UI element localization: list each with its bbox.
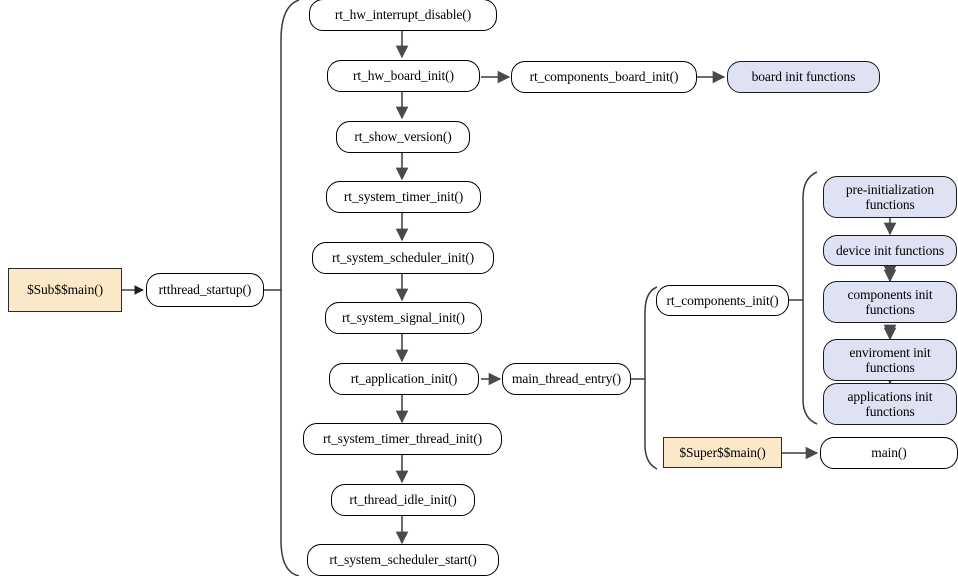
- node-components-init-functions[interactable]: components init functions: [823, 281, 957, 323]
- node-rt-show-version[interactable]: rt_show_version(): [336, 121, 470, 153]
- node-sub-main[interactable]: $Sub$$main(): [8, 268, 122, 312]
- node-rt-components-board-init[interactable]: rt_components_board_init(): [511, 61, 697, 93]
- node-rt-system-scheduler-start[interactable]: rt_system_scheduler_start(): [307, 544, 499, 576]
- node-rtthread-startup[interactable]: rtthread_startup(): [146, 273, 264, 307]
- node-rt-components-init[interactable]: rt_components_init(): [656, 285, 789, 316]
- node-rt-system-timer-init[interactable]: rt_system_timer_init(): [326, 181, 481, 213]
- node-device-init-functions[interactable]: device init functions: [823, 235, 957, 266]
- node-main-thread-entry[interactable]: main_thread_entry(): [502, 363, 631, 395]
- node-board-init-functions[interactable]: board init functions: [727, 61, 880, 93]
- node-applications-init-functions[interactable]: applications init functions: [823, 383, 957, 425]
- node-enviroment-init-functions[interactable]: enviroment init functions: [823, 339, 957, 381]
- node-rt-thread-idle-init[interactable]: rt_thread_idle_init(): [331, 484, 475, 516]
- node-rt-system-timer-thread-init[interactable]: rt_system_timer_thread_init(): [303, 423, 502, 455]
- node-rt-system-scheduler-init[interactable]: rt_system_scheduler_init(): [312, 242, 494, 274]
- node-main[interactable]: main(): [820, 437, 958, 469]
- node-rt-application-init[interactable]: rt_application_init(): [329, 363, 479, 395]
- node-super-main[interactable]: $Super$$main(): [663, 437, 782, 468]
- node-pre-initialization-functions[interactable]: pre-initialization functions: [823, 176, 957, 218]
- node-rt-system-signal-init[interactable]: rt_system_signal_init(): [325, 302, 482, 334]
- node-rt-hw-interrupt-disable[interactable]: rt_hw_interrupt_disable(): [309, 0, 497, 31]
- node-rt-hw-board-init[interactable]: rt_hw_board_init(): [327, 60, 480, 92]
